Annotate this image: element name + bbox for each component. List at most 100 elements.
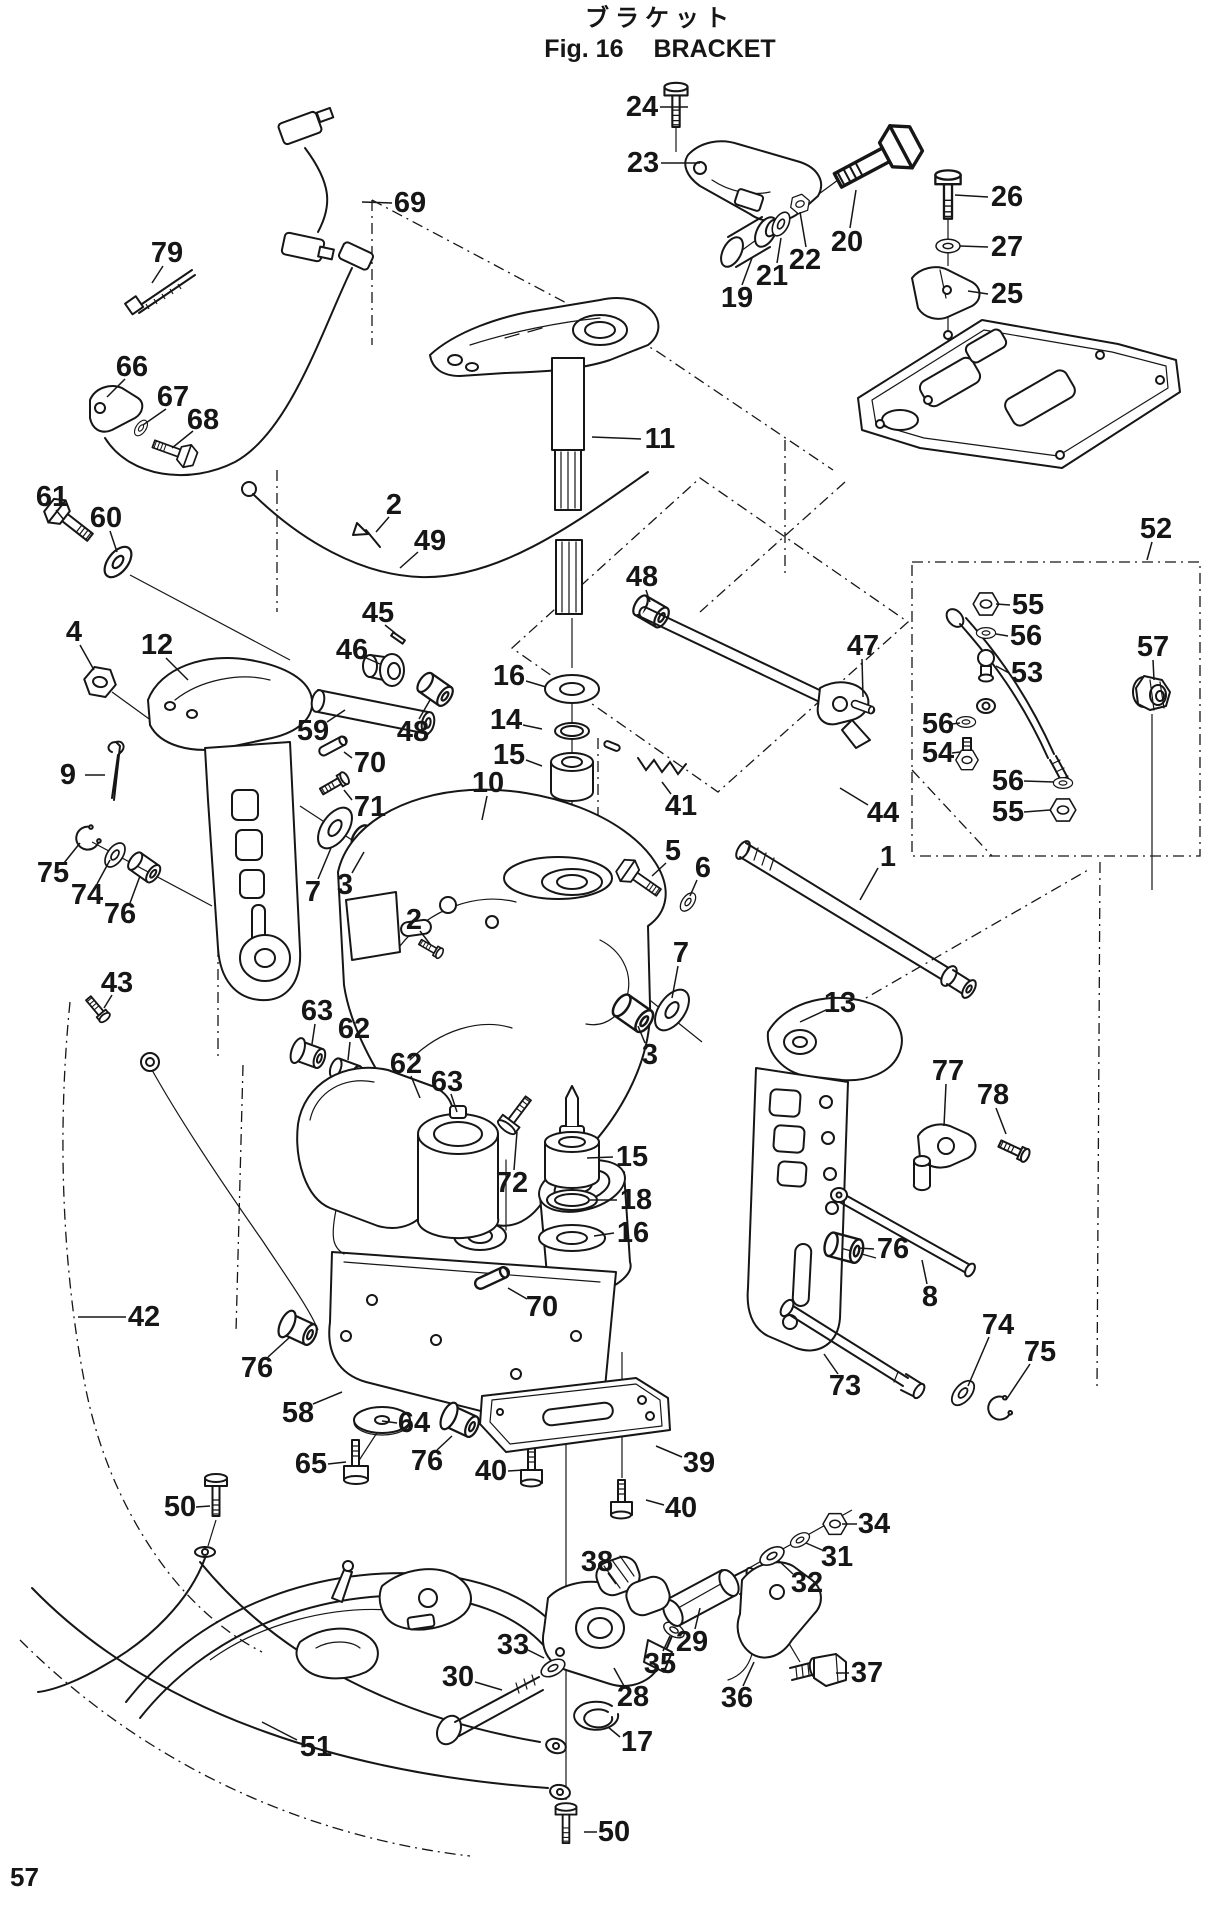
callout-36-93: 36 xyxy=(721,1682,753,1714)
callout-56-46: 56 xyxy=(992,765,1024,797)
nut-55-upper xyxy=(972,592,1000,616)
callout-63-61: 63 xyxy=(431,1066,463,1098)
callout-50-83: 50 xyxy=(164,1491,196,1523)
leader-line-74-73 xyxy=(967,1336,990,1387)
snap-ring-17 xyxy=(573,1700,620,1731)
callout-63-58: 63 xyxy=(301,995,333,1027)
tilt-rod xyxy=(735,840,977,999)
callout-66-11: 66 xyxy=(116,351,148,383)
leader-line-77-68 xyxy=(943,1083,947,1127)
leader-line-55-40 xyxy=(995,603,1011,606)
callout-56-41: 56 xyxy=(1010,620,1042,652)
leader-line-59-23 xyxy=(326,709,346,723)
leader-line-76-75 xyxy=(267,1336,291,1358)
bolt-20 xyxy=(825,116,929,204)
page-number: 57 xyxy=(10,1862,39,1892)
callout-3-52: 3 xyxy=(337,869,353,901)
callout-30-91: 30 xyxy=(442,1661,474,1693)
leader-line-76-50 xyxy=(129,875,141,904)
leader-line-76-70 xyxy=(857,1247,875,1250)
callout-75-48: 75 xyxy=(37,857,69,889)
washer-56-mid xyxy=(955,715,977,729)
callout-16-65: 16 xyxy=(617,1217,649,1249)
bushing-15-lower xyxy=(544,1131,600,1189)
callout-53-42: 53 xyxy=(1011,657,1043,689)
tilt-tube-59 xyxy=(310,689,436,735)
bushing-48-left xyxy=(413,669,457,710)
leader-line-69-9 xyxy=(361,201,393,204)
leader-line-46-22 xyxy=(363,656,381,665)
callout-73-72: 73 xyxy=(829,1370,861,1402)
leader-line-7-54 xyxy=(671,965,679,999)
callout-10-33: 10 xyxy=(472,767,504,799)
callout-22-4: 22 xyxy=(789,244,821,276)
callout-7-54: 7 xyxy=(673,937,689,969)
callout-37-94: 37 xyxy=(851,1657,883,1689)
bolt-37 xyxy=(789,1653,847,1687)
leader-line-11-14 xyxy=(591,436,642,440)
clamp-25 xyxy=(911,266,981,320)
callout-44-37: 44 xyxy=(867,797,899,829)
leader-line-54-45 xyxy=(951,751,961,754)
bushing-48-upper xyxy=(629,592,673,631)
trim-rod-assembly xyxy=(945,592,1171,822)
rubber-grommets-38 xyxy=(595,1555,671,1617)
leader-line-10-33 xyxy=(481,795,488,821)
leader-line-56-44 xyxy=(951,722,961,725)
callout-9-27: 9 xyxy=(60,759,76,791)
wire-harness xyxy=(277,106,335,263)
leader-line-22-4 xyxy=(799,211,807,248)
figure-title-english: Fig. 16 BRACKET xyxy=(380,34,940,65)
callout-7-51: 7 xyxy=(305,876,321,908)
callout-39-81: 39 xyxy=(683,1447,715,1479)
bolt-40-b xyxy=(610,1479,633,1520)
leader-line-51-96 xyxy=(261,1721,298,1741)
washer-7-left xyxy=(317,806,353,850)
leader-line-25-8 xyxy=(967,290,989,295)
callout-42-67: 42 xyxy=(128,1301,160,1333)
callout-15-63: 15 xyxy=(616,1141,648,1173)
steering-arm xyxy=(429,297,660,615)
leader-line-66-11 xyxy=(106,378,126,398)
washer-74-right xyxy=(946,1375,980,1411)
callout-60-16: 60 xyxy=(90,502,122,534)
leader-line-57-43 xyxy=(1152,659,1155,681)
callout-61-15: 61 xyxy=(36,481,68,513)
callout-67-12: 67 xyxy=(157,381,189,413)
leader-line-70-28 xyxy=(343,751,353,759)
cable-tie xyxy=(124,269,196,316)
callout-18-64: 18 xyxy=(620,1184,652,1216)
callout-70-66: 70 xyxy=(526,1291,558,1323)
washer-56-lower xyxy=(1052,776,1074,790)
callout-59-23: 59 xyxy=(297,715,329,747)
leader-line-64-77 xyxy=(381,1420,398,1424)
grommet-46 xyxy=(362,653,405,687)
cable-clamp-77 xyxy=(912,1123,977,1192)
bushing-76 xyxy=(124,849,165,886)
leader-line-50-83 xyxy=(195,1505,211,1508)
washer-50-cable xyxy=(194,1546,216,1558)
callout-40-80: 40 xyxy=(475,1455,507,1487)
callout-41-34: 41 xyxy=(665,790,697,822)
washer-31 xyxy=(787,1529,813,1551)
leader-line-78-69 xyxy=(995,1107,1007,1135)
callout-62-59: 62 xyxy=(338,1013,370,1045)
leader-line-28-92 xyxy=(613,1667,625,1687)
figure-name: BRACKET xyxy=(653,35,776,63)
callout-76-50: 76 xyxy=(104,898,136,930)
leader-line-39-81 xyxy=(655,1445,683,1458)
leader-line-62-59 xyxy=(347,1041,351,1061)
leader-line-2-17 xyxy=(375,516,390,533)
nut-57 xyxy=(1132,675,1171,711)
leader-line-1-38 xyxy=(859,867,879,901)
washer-16-lower xyxy=(538,1224,606,1252)
leader-line-73-72 xyxy=(823,1353,839,1375)
callout-34-85: 34 xyxy=(858,1508,890,1540)
callout-48-25: 48 xyxy=(626,561,658,593)
steering-cables xyxy=(31,1557,571,1801)
leader-line-48-25 xyxy=(645,589,651,603)
leader-line-45-21 xyxy=(384,624,396,634)
leader-line-74-49 xyxy=(96,859,111,885)
